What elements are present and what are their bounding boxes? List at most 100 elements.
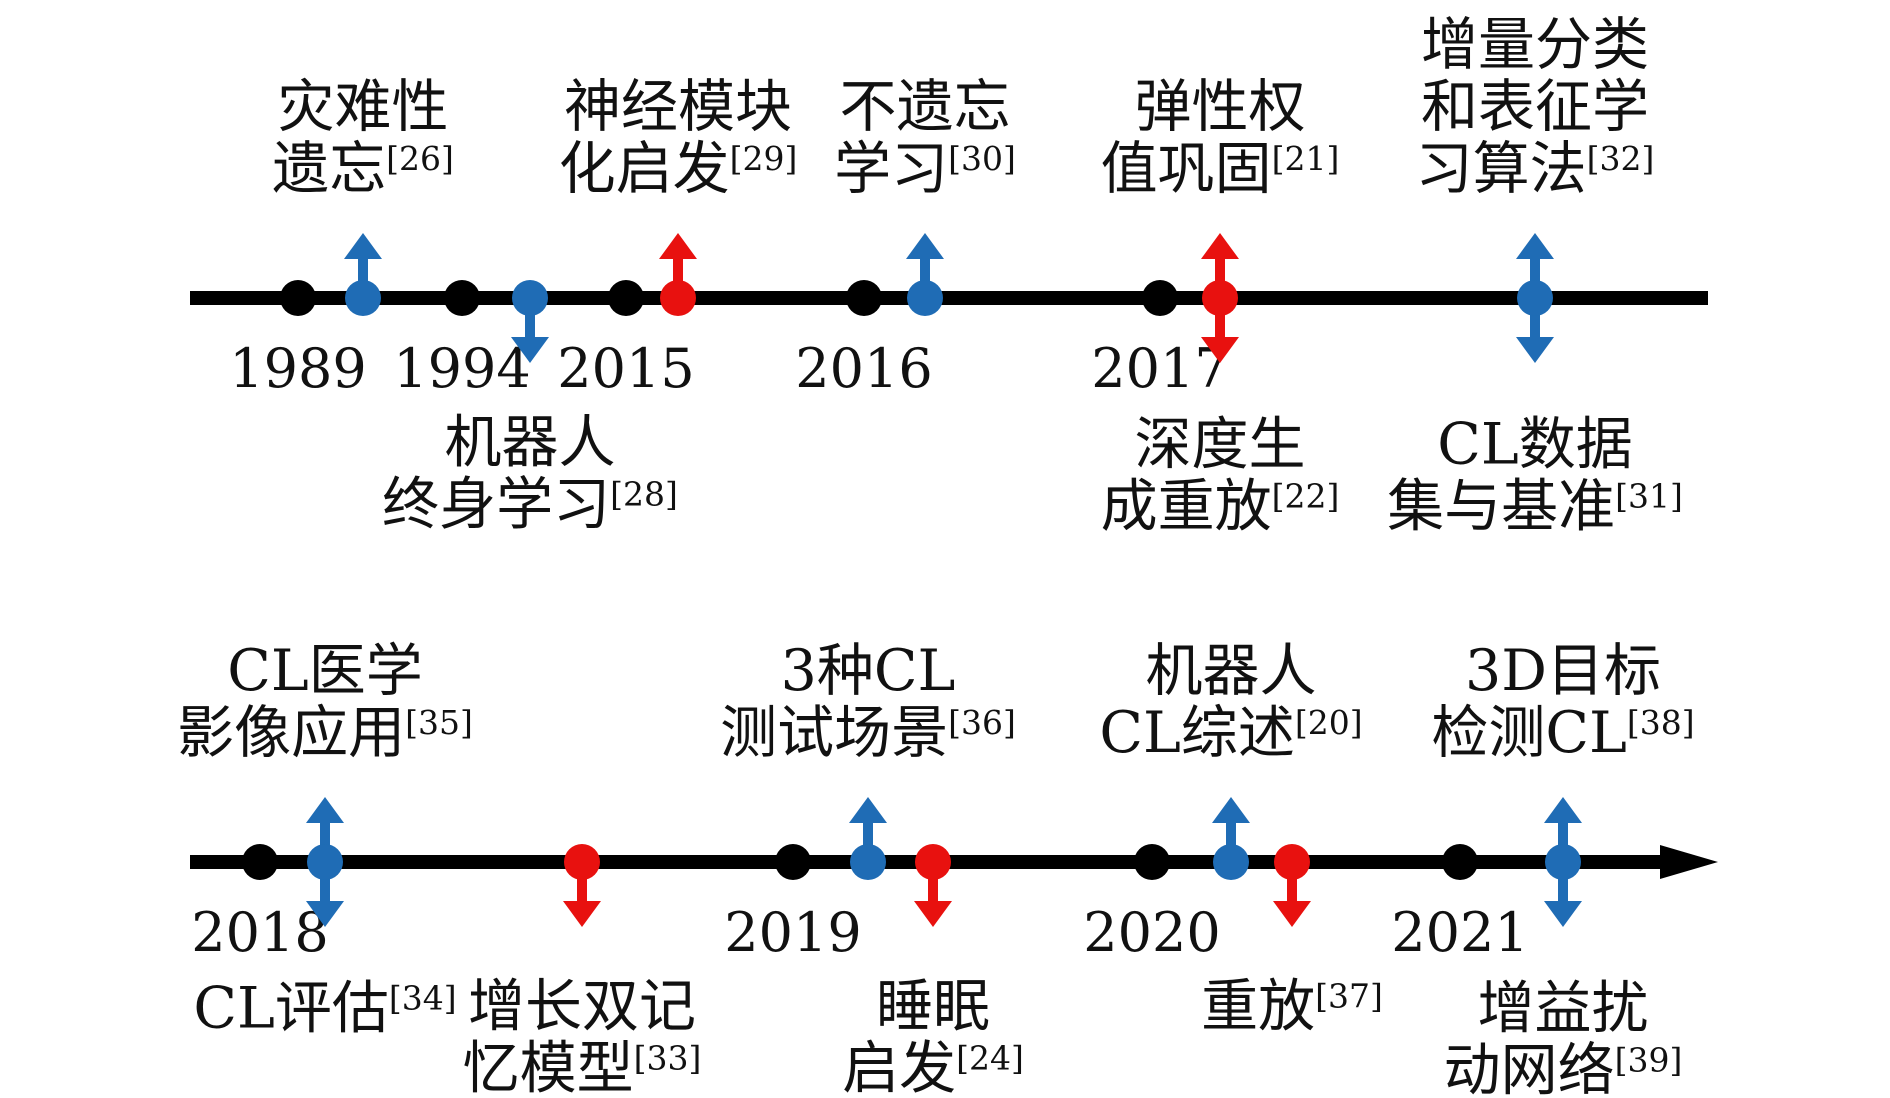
up-arrow-shaft [358, 259, 368, 298]
up-arrow-shaft [920, 259, 930, 298]
year-label: 2019 [724, 901, 861, 964]
event-marker [1202, 280, 1238, 316]
citation-ref: [21] [1272, 139, 1340, 178]
event-label-line: 和表征学 [1421, 74, 1649, 140]
event-label-below: 深度生成重放[22] [1101, 412, 1340, 540]
citation-ref: [38] [1627, 703, 1695, 742]
year-label: 2017 [1091, 337, 1228, 400]
event-label: 3D目标检测CL[38] [1431, 638, 1694, 766]
up-arrow-head [344, 233, 382, 259]
up-arrow-head [1516, 233, 1554, 259]
event-label-line: 测试场景 [720, 700, 948, 766]
event-marker [907, 280, 943, 316]
event-label-below: 增益扰动网络[39] [1444, 976, 1683, 1098]
event-label-line: 值巩固 [1101, 136, 1272, 202]
event-label-below-line: CL评估 [193, 976, 388, 1042]
citation-ref: [33] [634, 1039, 702, 1078]
year-label: 2018 [191, 901, 328, 964]
timeline-event: 机器人终身学习[28] [382, 280, 678, 538]
down-arrow-shaft [1558, 862, 1568, 901]
event-label-line: 睡眠 [876, 974, 990, 1040]
down-arrow-head [511, 337, 549, 363]
year-marker [1134, 844, 1170, 880]
event-label-line: 机器人 [445, 410, 616, 476]
down-arrow-shaft [928, 862, 938, 901]
citation-ref: [37] [1315, 977, 1383, 1016]
timeline-event: 增长双记忆模型[33] [463, 844, 702, 1098]
up-arrow-head [1544, 797, 1582, 823]
citation-ref: [20] [1295, 703, 1363, 742]
event-label-line: 忆模型 [463, 1036, 634, 1098]
citation-ref: [31] [1615, 477, 1683, 516]
year-label: 2020 [1083, 901, 1220, 964]
timeline-row-2: 2018 2019 2020 2021 CL医学影像应用[35] CL评估[34]增长双记… [177, 638, 1718, 1098]
event-label-below-line: 动网络 [1444, 1038, 1615, 1098]
event-label: 增长双记忆模型[33] [463, 974, 702, 1098]
timeline-event: 弹性权值巩固[21]深度生成重放[22] [1101, 74, 1340, 540]
citation-ref: [28] [610, 475, 678, 514]
event-label-below-line: CL数据 [1437, 412, 1632, 478]
event-marker [512, 280, 548, 316]
event-label-line: 不遗忘 [840, 74, 1011, 140]
citation-ref: [39] [1615, 1041, 1683, 1080]
up-arrow-shaft [1558, 823, 1568, 862]
event-label-below-line: 深度生 [1135, 412, 1306, 478]
event-label-line: 启发 [842, 1036, 956, 1098]
event-label: 机器人终身学习[28] [382, 410, 678, 538]
event-label-line: 机器人 [1146, 638, 1317, 704]
citation-ref: [24] [956, 1039, 1024, 1078]
citation-ref: [30] [948, 139, 1016, 178]
timeline-event: 神经模块化启发[29] [559, 74, 797, 316]
event-label: 不遗忘学习[30] [834, 74, 1016, 202]
citation-ref: [34] [389, 979, 457, 1018]
event-label-below-line: 集与基准 [1387, 474, 1615, 540]
event-label-line: 灾难性 [278, 74, 449, 140]
event-marker [1545, 844, 1581, 880]
event-label-below-line: 增益扰 [1478, 976, 1649, 1042]
timeline-axis [190, 291, 1708, 305]
year-marker [280, 280, 316, 316]
down-arrow-head [1201, 337, 1239, 363]
up-arrow-shaft [1530, 259, 1540, 298]
event-label-line: 习算法 [1416, 136, 1587, 202]
event-marker [850, 844, 886, 880]
event-label-line: 终身学习 [382, 472, 610, 538]
up-arrow-shaft [320, 823, 330, 862]
down-arrow-head [1273, 901, 1311, 927]
event-label-below-line: 成重放 [1101, 474, 1272, 540]
year-marker [775, 844, 811, 880]
event-marker [564, 844, 600, 880]
up-arrow-head [849, 797, 887, 823]
event-marker [307, 844, 343, 880]
timeline-event: 增量分类和表征学习算法[32]CL数据集与基准[31] [1387, 12, 1683, 540]
down-arrow-head [563, 901, 601, 927]
event-label-line: 重放 [1201, 974, 1315, 1040]
year-marker [1142, 280, 1178, 316]
down-arrow-shaft [1287, 862, 1297, 901]
up-arrow-shaft [863, 823, 873, 862]
year-marker [242, 844, 278, 880]
timeline-event: 重放[37] [1201, 844, 1383, 1040]
event-label-line: CL综述 [1099, 700, 1294, 766]
year-label: 1989 [229, 337, 366, 400]
citation-ref: [35] [405, 703, 473, 742]
up-arrow-head [306, 797, 344, 823]
timeline-event: 睡眠启发[24] [842, 844, 1024, 1098]
event-label: CL医学影像应用[35] [177, 638, 473, 766]
down-arrow-head [1516, 337, 1554, 363]
up-arrow-head [1201, 233, 1239, 259]
year-label: 2021 [1391, 901, 1528, 964]
timeline-event: 灾难性遗忘[26] [272, 74, 454, 316]
event-label: 灾难性遗忘[26] [272, 74, 454, 202]
down-arrow-shaft [577, 862, 587, 901]
event-label-line: CL医学 [227, 638, 422, 704]
timeline-event: 不遗忘学习[30] [834, 74, 1016, 316]
event-label-line: 遗忘 [272, 136, 386, 202]
event-label-line: 检测CL [1431, 700, 1626, 766]
event-marker [1274, 844, 1310, 880]
